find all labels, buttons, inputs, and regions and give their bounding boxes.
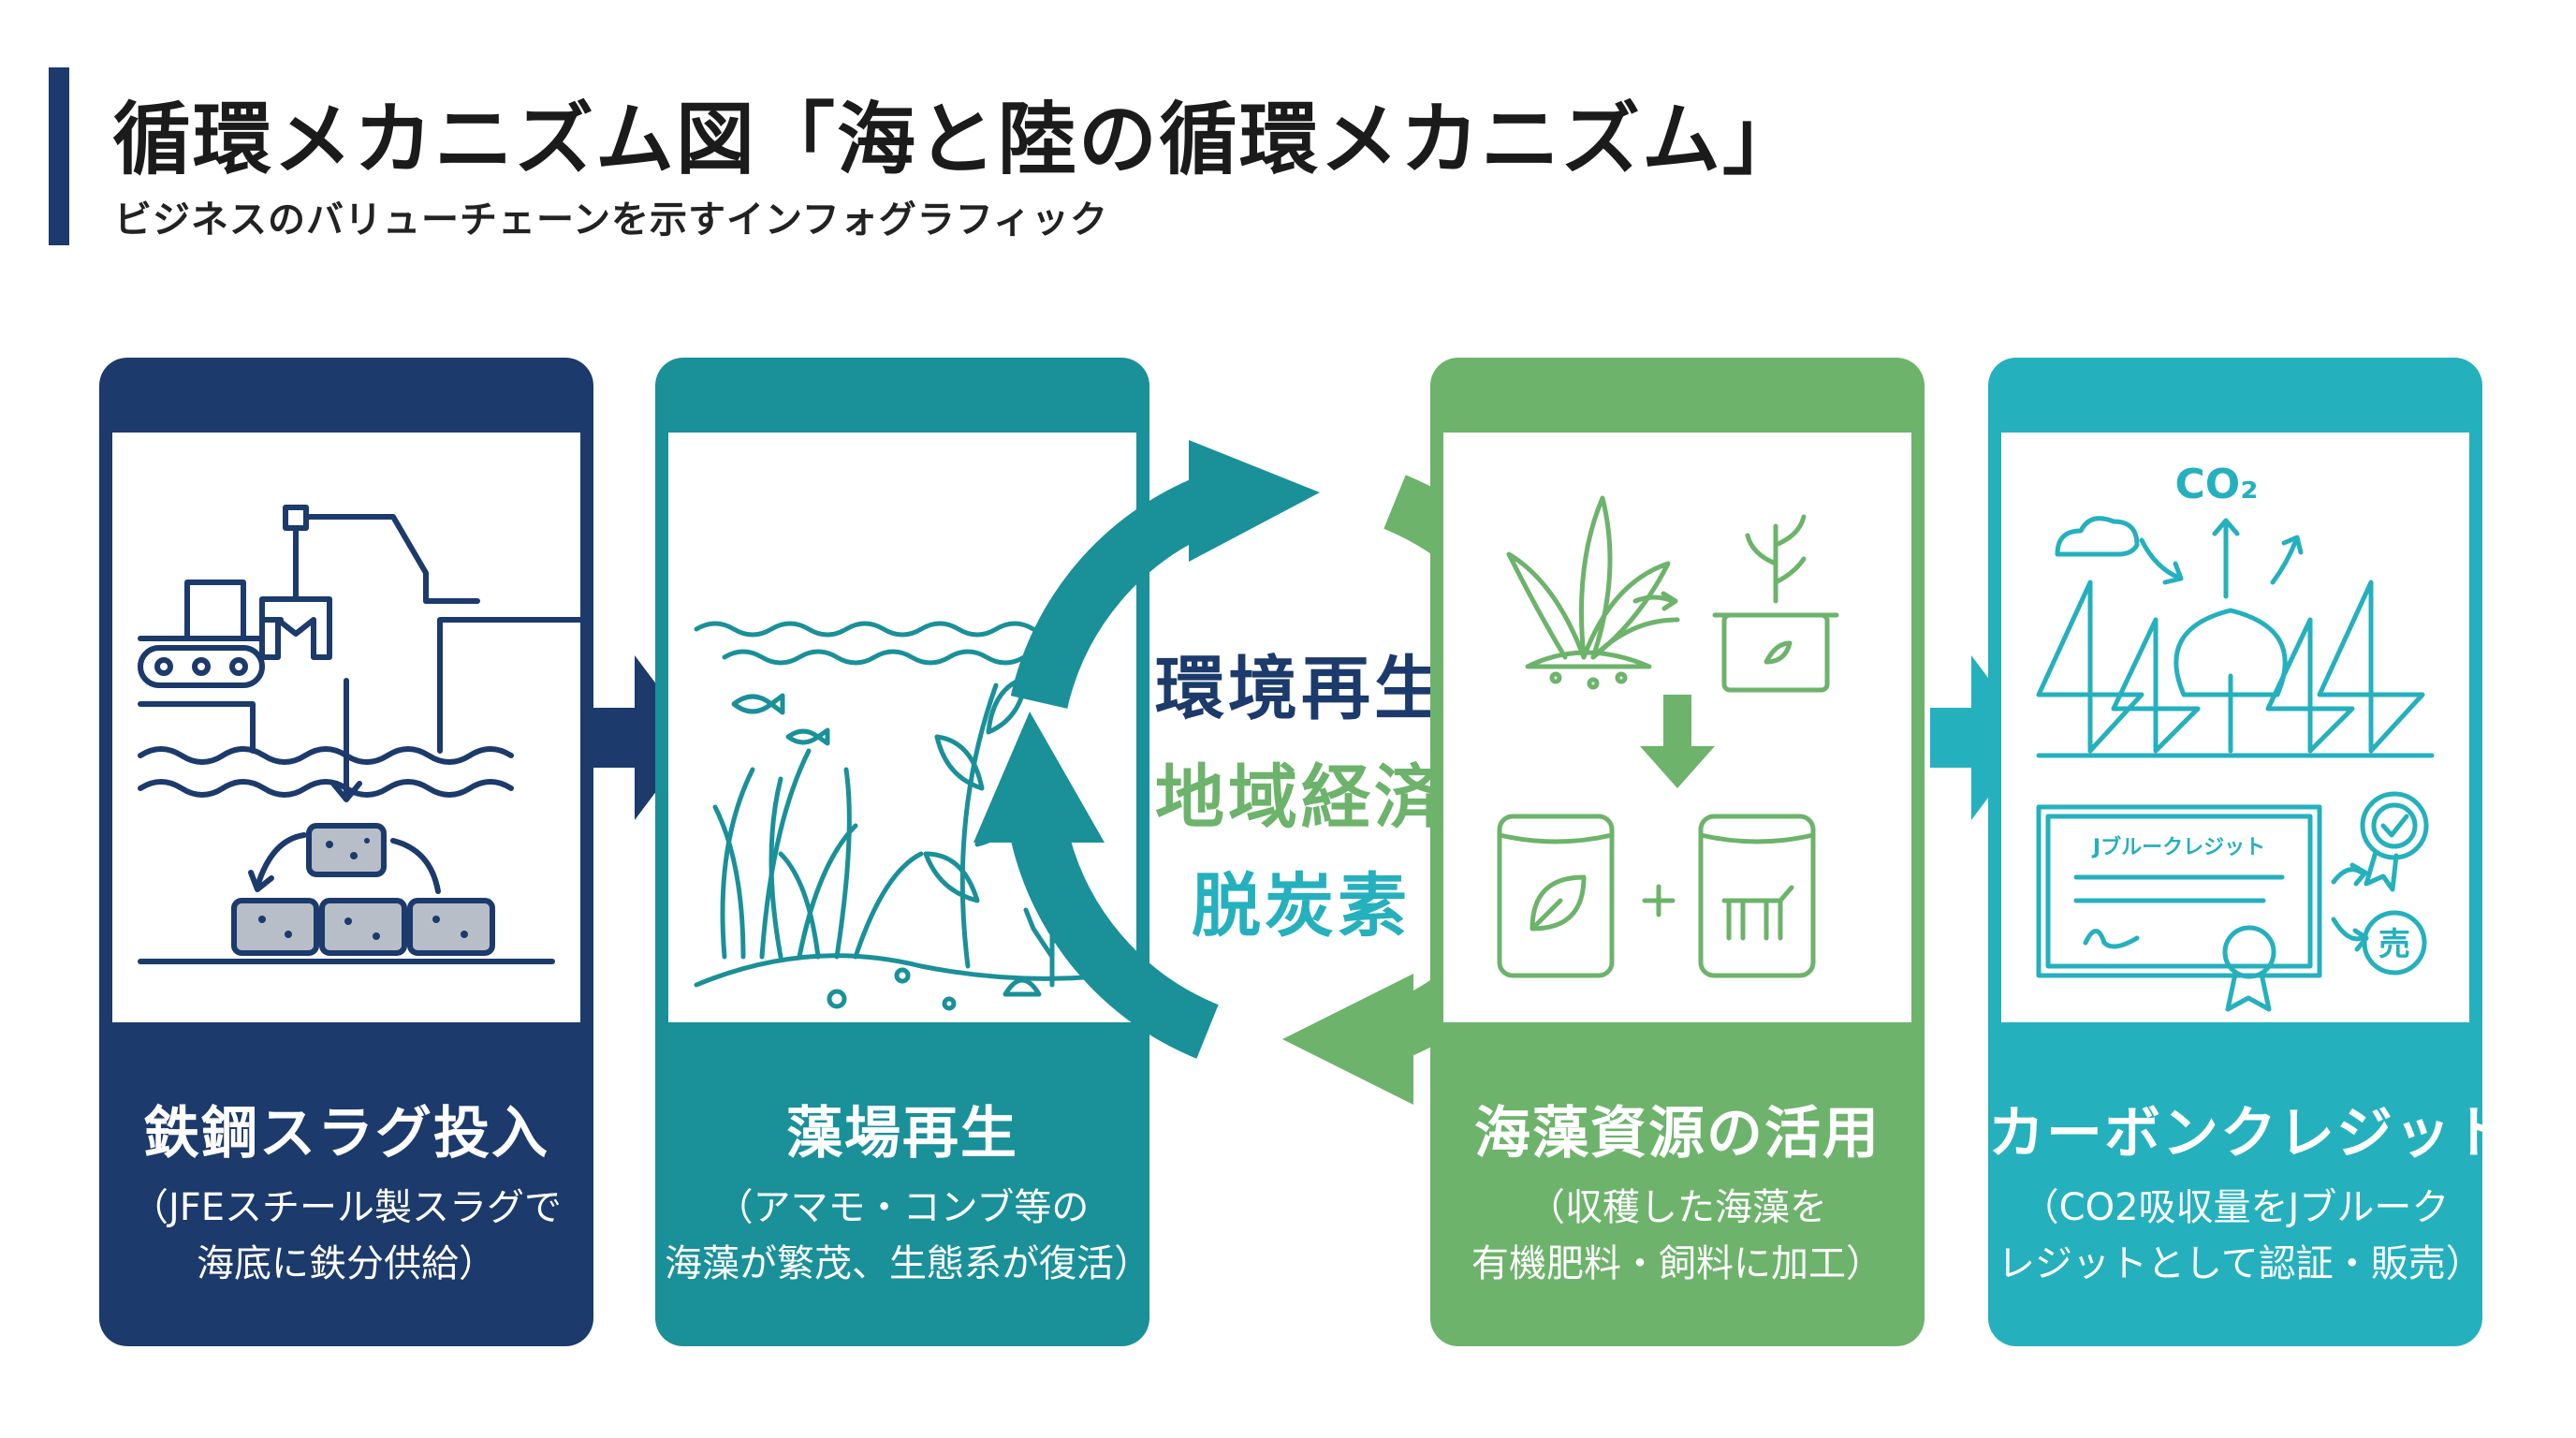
page-title: 循環メカニズム図「海と陸の循環メカニズム」 bbox=[112, 94, 1804, 185]
flow-arrow-1 bbox=[593, 655, 696, 820]
carbon-credit-illustration: CO₂ Jブルークレジット bbox=[2036, 461, 2435, 1012]
water-waves bbox=[694, 621, 1074, 666]
award-badge-icon bbox=[2360, 791, 2429, 892]
excavator-icon bbox=[138, 580, 284, 688]
card-seaweed-bed-description: （アマモ・コンブ等の 海藻が繁茂、生態系が復活） bbox=[665, 1186, 1151, 1285]
harvested-seaweed-icon bbox=[1506, 495, 1680, 690]
cycle-arrowhead-3 bbox=[1282, 974, 1413, 1105]
card-seaweed-resources-illustration bbox=[1443, 433, 1911, 1022]
down-arrow-icon bbox=[330, 678, 362, 802]
title-accent-bar bbox=[49, 67, 69, 245]
fertilizer-bag-icon bbox=[1497, 814, 1615, 978]
cycle-word-economy: 地域経済 bbox=[1155, 757, 1447, 838]
card-seaweed-resources-title: 海藻資源の活用 bbox=[1474, 1101, 1881, 1167]
sale-icon bbox=[2362, 910, 2427, 976]
cloud-icon bbox=[2055, 516, 2140, 557]
shell-icon bbox=[1003, 977, 1042, 997]
card-steel-slag-title: 鉄鋼スラグ投入 bbox=[143, 1101, 549, 1167]
co2-arrows-icon bbox=[2139, 518, 2304, 599]
slag-blocks-icon bbox=[231, 823, 495, 956]
cycle-arrow-top-left bbox=[1010, 477, 1220, 710]
certificate-icon bbox=[2036, 804, 2322, 978]
card-carbon-credit-description: （CO2吸収量をJブルーク レジットとして認証・販売） bbox=[1998, 1186, 2483, 1285]
card-steel-slag: 鉄鋼スラグ投入 （JFEスチール製スラグで 海底に鉄分供給） bbox=[99, 358, 593, 1346]
card-seaweed-resources-description: （収穫した海藻を 有機肥料・飼料に加工） bbox=[1471, 1186, 1883, 1285]
card-steel-slag-description: （JFEスチール製スラグで 海底に鉄分供給） bbox=[130, 1186, 563, 1285]
sea-waves bbox=[138, 746, 514, 798]
page-subtitle: ビジネスのバリューチェーンを示すインフォグラフィック bbox=[114, 198, 1108, 242]
card-seaweed-bed-title: 藻場再生 bbox=[786, 1101, 1018, 1167]
plus-icon bbox=[1642, 884, 1676, 917]
potted-plant-icon bbox=[1712, 514, 1839, 693]
cycle-word-decarbonization: 脱炭素 bbox=[1192, 866, 1411, 946]
dock-icon bbox=[138, 617, 580, 754]
card-steel-slag-illustration bbox=[112, 433, 580, 1022]
co2-label: CO₂ bbox=[2175, 461, 2259, 508]
card-carbon-credit-illustration: CO₂ Jブルークレジット bbox=[2001, 433, 2469, 1022]
card-carbon-credit: CO₂ Jブルークレジット bbox=[1988, 358, 2510, 1346]
cycle-arrow-bottom-left bbox=[1010, 826, 1220, 1059]
flow-arrow-2 bbox=[1930, 655, 2033, 820]
certificate-label: Jブルークレジット bbox=[2091, 835, 2265, 859]
cycle-arrowhead-4 bbox=[973, 712, 1105, 843]
feed-bag-icon bbox=[1698, 814, 1816, 978]
cycle-word-environment: 環境再生 bbox=[1155, 649, 1447, 729]
seaweed-resources-illustration bbox=[1497, 495, 1839, 978]
down-arrow-icon bbox=[1640, 695, 1715, 788]
cycle-arrowhead-1 bbox=[1189, 440, 1320, 562]
crane-claw-icon bbox=[259, 505, 480, 660]
forest-icon bbox=[2036, 580, 2435, 758]
card-carbon-credit-title: カーボンクレジット bbox=[1988, 1101, 2510, 1167]
card-seaweed-resources: 海藻資源の活用 （収穫した海藻を 有機肥料・飼料に加工） bbox=[1430, 358, 1925, 1346]
sale-label: 売 bbox=[2378, 926, 2410, 963]
steel-slag-illustration bbox=[138, 505, 580, 964]
certificate-seal-icon bbox=[2222, 925, 2276, 1012]
seagrass-icon bbox=[712, 748, 924, 960]
fish-icon bbox=[731, 693, 830, 746]
